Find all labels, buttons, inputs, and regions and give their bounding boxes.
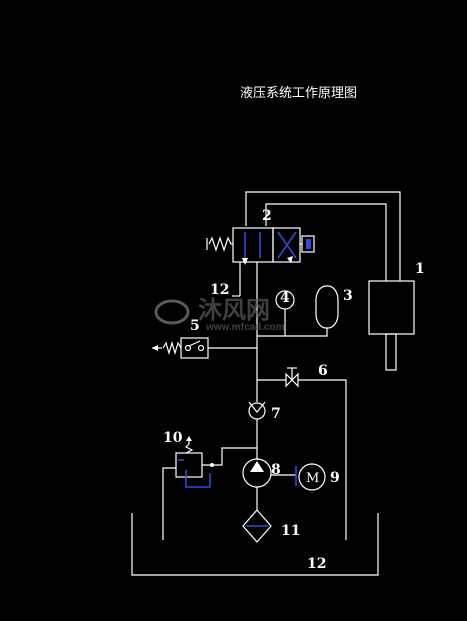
label-10: 10 [163,430,183,446]
label-11: 11 [281,523,300,539]
oil-tank [131,513,379,576]
label-12-upper: 12 [210,282,229,298]
watermark-url: www.mfcad.com [205,322,285,333]
watermark: 沐风网 www.mfcad.com [154,297,285,333]
label-12-tank: 12 [307,556,326,572]
hydraulic-pump [242,458,296,510]
diagram-title: 液压系统工作原理图 [240,86,357,101]
label-1: 1 [415,261,425,277]
electric-motor: M [295,463,326,491]
pressure-gauge [275,290,295,336]
label-8: 8 [271,462,281,478]
label-9: 9 [330,470,340,486]
watermark-brand: 沐风网 [198,297,270,324]
label-3: 3 [343,288,353,304]
pressure-switch [152,337,257,359]
accumulator [257,285,339,337]
hydraulic-cylinder [368,280,415,371]
label-2: 2 [262,208,272,224]
oil-filter [242,509,272,543]
relief-valve [162,436,257,540]
directional-valve [206,227,315,265]
valve-port-lines [232,262,258,380]
motor-symbol: M [306,471,319,486]
shutoff-valve [257,367,347,540]
label-7: 7 [271,406,281,422]
cylinder-lines [245,191,401,281]
label-4: 4 [280,290,290,306]
check-valve [248,380,266,460]
label-5: 5 [190,318,200,334]
label-6: 6 [318,363,328,379]
